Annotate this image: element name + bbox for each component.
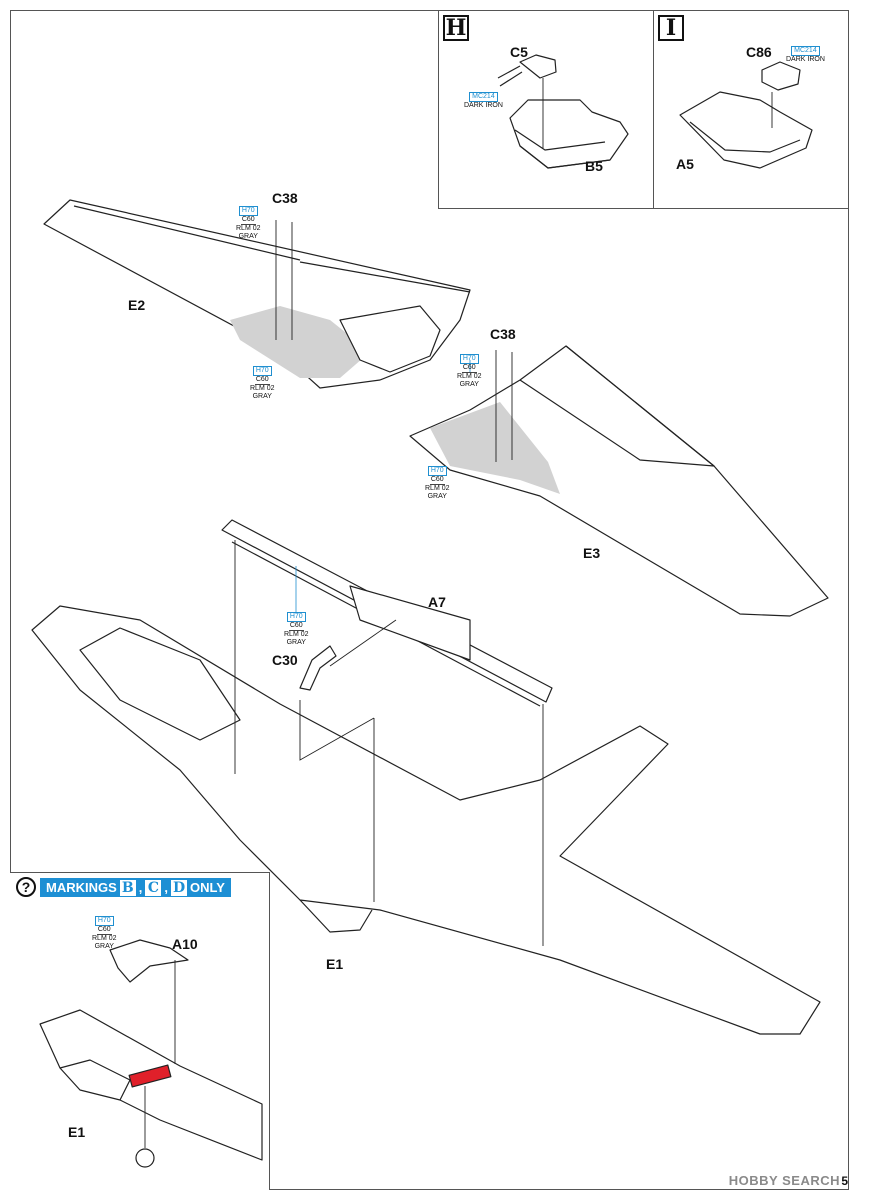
step-h-panel — [438, 10, 654, 209]
paint-desc-gray: GRAY — [238, 233, 258, 240]
markings-banner: MARKINGS B , C , D ONLY — [40, 878, 231, 897]
paint-code-h70: H70 — [238, 206, 258, 216]
paint-callout-gray-1: H70 C60 RLM 02 GRAY — [236, 206, 261, 241]
part-label-a5: A5 — [676, 156, 694, 172]
part-c86-drawing — [761, 61, 801, 91]
paint-callout-gray-2: H70 C60 RLM 02 GRAY — [250, 366, 275, 401]
paint-code-c60: C60 — [461, 364, 477, 373]
paint-code-h70: H70 — [252, 366, 272, 376]
part-label-c38-left: C38 — [272, 190, 298, 206]
part-b5-drawing — [509, 99, 629, 169]
paint-desc-gray: GRAY — [286, 639, 306, 646]
step-i-letter: I — [658, 15, 684, 41]
paint-desc-gray: GRAY — [427, 493, 447, 500]
part-a5-drawing — [679, 91, 813, 169]
paint-code-mc214: MC214 — [469, 92, 498, 102]
paint-desc-gray: GRAY — [252, 393, 272, 400]
paint-desc-gray: GRAY — [94, 943, 114, 950]
step-h-letter: H — [443, 15, 469, 41]
paint-code-h70: H70 — [459, 354, 479, 364]
markings-text: MARKINGS — [46, 880, 117, 895]
marking-letter-b: B — [119, 879, 136, 896]
part-label-c86: C86 — [746, 44, 772, 60]
marking-letter-c: C — [145, 879, 162, 896]
paint-desc: DARK IRON — [786, 56, 825, 63]
part-label-a7: A7 — [428, 594, 446, 610]
part-label-a10: A10 — [172, 936, 198, 952]
part-label-c30: C30 — [272, 652, 298, 668]
part-label-e1-inset: E1 — [68, 1124, 86, 1140]
marking-letter-d: D — [171, 879, 188, 896]
part-label-c5: C5 — [510, 44, 528, 60]
marking-separator: , — [164, 880, 169, 895]
markings-only-text: ONLY — [190, 880, 225, 895]
paint-desc-rlm: RLM 02 — [92, 935, 117, 942]
part-label-e2: E2 — [128, 297, 146, 313]
wing-e1-drawing — [31, 605, 821, 1035]
question-icon: ? — [16, 877, 36, 897]
page-number: 5 — [841, 1174, 848, 1188]
paint-code-c60: C60 — [429, 476, 445, 485]
part-label-e1-main: E1 — [326, 956, 344, 972]
page-frame — [10, 10, 849, 1190]
paint-callout-gray-5: H70 C60 RLM 02 GRAY — [284, 612, 309, 647]
paint-desc: DARK IRON — [464, 102, 503, 109]
paint-code-c60: C60 — [96, 926, 112, 935]
paint-callout-h: MC214 DARK IRON — [464, 92, 503, 110]
wing-e3-drawing — [409, 345, 829, 617]
paint-desc-rlm: RLM 02 — [250, 385, 275, 392]
paint-desc-rlm: RLM 02 — [425, 485, 450, 492]
paint-code-c60: C60 — [288, 622, 304, 631]
part-a7-drawing — [221, 519, 553, 707]
part-label-e3: E3 — [583, 545, 601, 561]
paint-code-mc214: MC214 — [791, 46, 820, 56]
paint-callout-gray-6: H70 C60 RLM 02 GRAY — [92, 916, 117, 951]
inset-e1-drawing — [39, 1009, 263, 1161]
part-label-c38-right: C38 — [490, 326, 516, 342]
wing-e2-drawing — [43, 199, 471, 389]
paint-code-h70: H70 — [286, 612, 306, 622]
paint-callout-gray-4: H70 C60 RLM 02 GRAY — [425, 466, 450, 501]
paint-code-c60: C60 — [254, 376, 270, 385]
paint-code-c60: C60 — [240, 216, 256, 225]
paint-code-h70: H70 — [427, 466, 447, 476]
paint-desc-gray: GRAY — [459, 381, 479, 388]
part-c30-drawing — [299, 645, 337, 691]
paint-callout-i: MC214 DARK IRON — [786, 46, 825, 64]
part-c5-drawing — [497, 54, 557, 87]
inset-detail-circle — [135, 1148, 155, 1168]
part-a10-drawing — [109, 939, 189, 983]
paint-desc-rlm: RLM 02 — [236, 225, 261, 232]
paint-callout-gray-3: H70 C60 RLM 02 GRAY — [457, 354, 482, 389]
paint-code-h70: H70 — [94, 916, 114, 926]
marking-separator: , — [138, 880, 143, 895]
paint-desc-rlm: RLM 02 — [284, 631, 309, 638]
watermark: HOBBY SEARCH — [728, 1173, 840, 1188]
paint-desc-rlm: RLM 02 — [457, 373, 482, 380]
part-label-b5: B5 — [585, 158, 603, 174]
